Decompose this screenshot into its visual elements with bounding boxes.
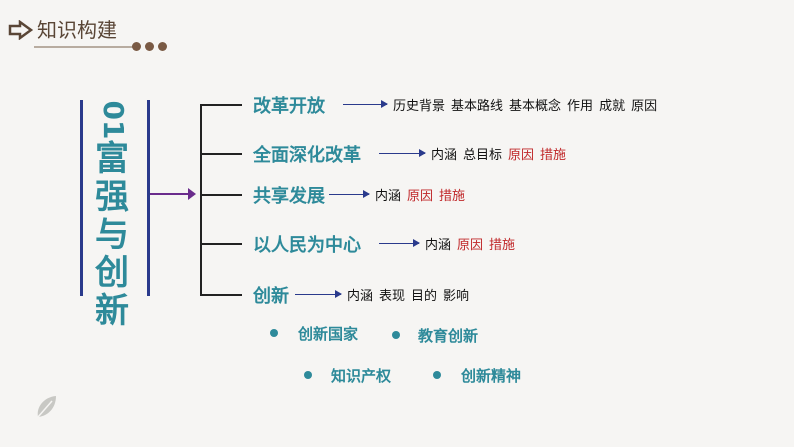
decor-dot [132,42,141,51]
bullet-dot [304,371,312,379]
bullet-label: 创新国家 [298,325,359,343]
detail-item: 内涵 [375,189,402,204]
arrowhead-icon [188,188,196,200]
detail-item: 原因 [457,238,484,253]
tree-branch [200,194,242,196]
topic-arrow [379,149,426,157]
page-title: 知识构建 [37,18,117,42]
tree-branch [200,104,242,106]
detail-item: 原因 [407,189,434,204]
topic-details: 内涵总目标原因措施 [431,144,572,163]
topic-arrow [329,190,370,198]
detail-item: 内涵 [431,148,458,163]
detail-item: 基本概念 [509,99,562,114]
section-char: 新 [95,291,129,331]
detail-item: 影响 [443,289,470,304]
topic-details: 历史背景基本路线基本概念作用成就原因 [393,95,663,114]
detail-item: 目的 [411,289,438,304]
header-divider [34,46,134,48]
tree-branch [200,243,242,245]
detail-item: 总目标 [463,148,503,163]
detail-item: 表现 [379,289,406,304]
section-char: 强 [95,177,129,217]
section-title: 01 富 强 与 创 新 [92,100,132,330]
topic-details: 内涵原因措施 [425,234,521,253]
detail-item: 措施 [540,148,567,163]
topic-details: 内涵表现目的影响 [347,285,475,304]
topic-label: 改革开放 [253,96,325,117]
topic-label: 以人民为中心 [253,235,361,256]
detail-item: 基本路线 [451,99,504,114]
topic-arrow [343,100,388,108]
decor-dot [158,42,167,51]
section-char: 创 [95,253,129,293]
tree-branch [200,294,242,296]
connector-arrow [150,193,192,195]
detail-item: 措施 [489,238,516,253]
arrow-right-icon [8,20,34,40]
detail-item: 历史背景 [393,99,446,114]
bullet-label: 知识产权 [331,367,392,385]
topic-label: 创新 [253,286,289,307]
decor-dot [145,42,154,51]
topic-details: 内涵原因措施 [375,185,471,204]
tree-branch [200,153,242,155]
detail-item: 措施 [439,189,466,204]
topic-label: 全面深化改革 [253,145,361,166]
section-char: 与 [95,215,129,255]
detail-item: 成就 [599,99,626,114]
section-char: 富 [95,139,129,179]
section-border-right [147,100,150,296]
bullet-dot [433,371,441,379]
leaf-icon [37,396,56,418]
topic-label: 共享发展 [253,186,325,207]
detail-item: 原因 [508,148,535,163]
bullet-label: 创新精神 [461,367,522,385]
topic-arrow [379,239,420,247]
detail-item: 原因 [631,99,658,114]
detail-item: 内涵 [425,238,452,253]
bullet-dot [392,331,400,339]
topic-arrow [295,290,342,298]
section-border-left [80,100,83,296]
section-number: 01 [97,100,130,140]
detail-item: 内涵 [347,289,374,304]
detail-item: 作用 [567,99,594,114]
tree-trunk [200,104,202,296]
bullet-label: 教育创新 [418,327,479,345]
bullet-dot [270,329,278,337]
